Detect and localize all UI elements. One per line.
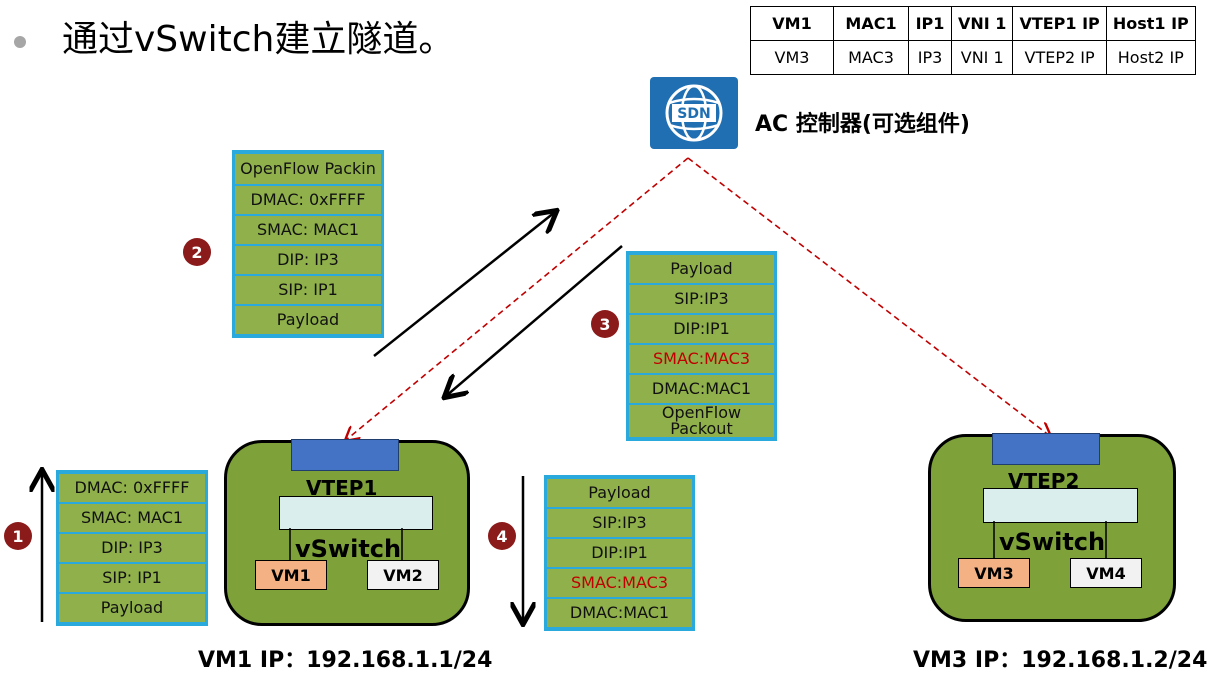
packet-stack-vm1: DMAC: 0xFFFF SMAC: MAC1 DIP: IP3 SIP: IP… [56,470,208,626]
step-badge-4: 4 [488,522,516,550]
packet-field: SIP: IP1 [235,276,381,304]
packet-field: DMAC:MAC1 [629,375,774,403]
table-header-cell: VTEP1 IP [1012,6,1107,41]
packet-stack-packin: OpenFlow Packin DMAC: 0xFFFF SMAC: MAC1 … [232,150,384,338]
packet-field: SMAC: MAC1 [235,216,381,244]
vtep2-port [992,433,1100,465]
step-badge-3: 3 [591,310,619,338]
packet-field: DIP:IP1 [547,539,692,567]
table-cell: IP3 [908,40,952,75]
packet-field: DMAC: 0xFFFF [235,186,381,214]
packet-field: DIP: IP3 [235,246,381,274]
packet-field: DMAC: 0xFFFF [59,474,205,502]
packet-field: DIP:IP1 [629,315,774,343]
packet-field: SMAC: MAC1 [59,504,205,532]
packet-field: SIP:IP3 [547,509,692,537]
table-row: VM3 MAC3 IP3 VNI 1 VTEP2 IP Host2 IP [750,40,1196,75]
controller-label: AC 控制器(可选组件) [755,112,970,137]
vm3-box: VM3 [958,558,1030,588]
vswitch1-label: vSwitch [295,535,402,563]
packet-field: DMAC:MAC1 [547,599,692,627]
arrow-packout-down [446,245,623,396]
host1 [224,440,470,626]
vm1-box: VM1 [255,560,327,590]
globe-icon: SDN [665,84,723,142]
vswitch1-box [279,496,433,530]
bullet-icon [14,36,26,48]
arrow-packin-up [373,212,555,357]
dashed-arrow-to-vtep2 [687,157,1050,436]
vswitch2-box [983,488,1138,523]
table-cell: Host2 IP [1105,40,1196,75]
vm1-ip-label: VM1 IP：192.168.1.1/24 [198,648,493,673]
table-header-row: VM1 MAC1 IP1 VNI 1 VTEP1 IP Host1 IP [750,6,1196,41]
step-badge-1: 1 [4,522,32,550]
vm2-box: VM2 [367,560,439,590]
vm4-box: VM4 [1070,558,1142,588]
packet-field-highlight: SMAC:MAC3 [547,569,692,597]
vm3-ip-label: VM3 IP：192.168.1.2/24 [913,648,1208,673]
packet-field: OpenFlow Packin [235,154,381,184]
table-cell: MAC3 [833,40,909,75]
vswitch2-label: vSwitch [999,528,1106,556]
packet-field: SIP: IP1 [59,564,205,592]
table-cell: VTEP2 IP [1012,40,1107,75]
page-title: 通过vSwitch建立隧道。 [62,19,455,60]
packet-field: OpenFlow Packout [629,405,774,437]
packet-field: Payload [629,255,774,283]
dashed-arrow-to-vtep1 [346,157,689,440]
packet-stack-vtep1: Payload SIP:IP3 DIP:IP1 SMAC:MAC3 DMAC:M… [544,475,695,631]
table-header-cell: VNI 1 [950,6,1014,41]
table-cell: VM3 [750,40,834,75]
table-cell: VNI 1 [950,40,1014,75]
table-header-cell: Host1 IP [1105,6,1196,41]
vtep1-port [291,439,399,471]
packet-field: Payload [547,479,692,507]
packet-field: Payload [59,594,205,622]
step-badge-2: 2 [183,238,211,266]
sdn-controller-icon: SDN [650,77,738,149]
sdn-icon-text: SDN [677,106,710,122]
packet-field: DIP: IP3 [59,534,205,562]
packet-field: SIP:IP3 [629,285,774,313]
packet-field: Payload [235,306,381,334]
packet-stack-packout: Payload SIP:IP3 DIP:IP1 SMAC:MAC3 DMAC:M… [626,251,777,441]
mapping-table: VM1 MAC1 IP1 VNI 1 VTEP1 IP Host1 IP VM3… [750,6,1196,75]
packet-field-highlight: SMAC:MAC3 [629,345,774,373]
